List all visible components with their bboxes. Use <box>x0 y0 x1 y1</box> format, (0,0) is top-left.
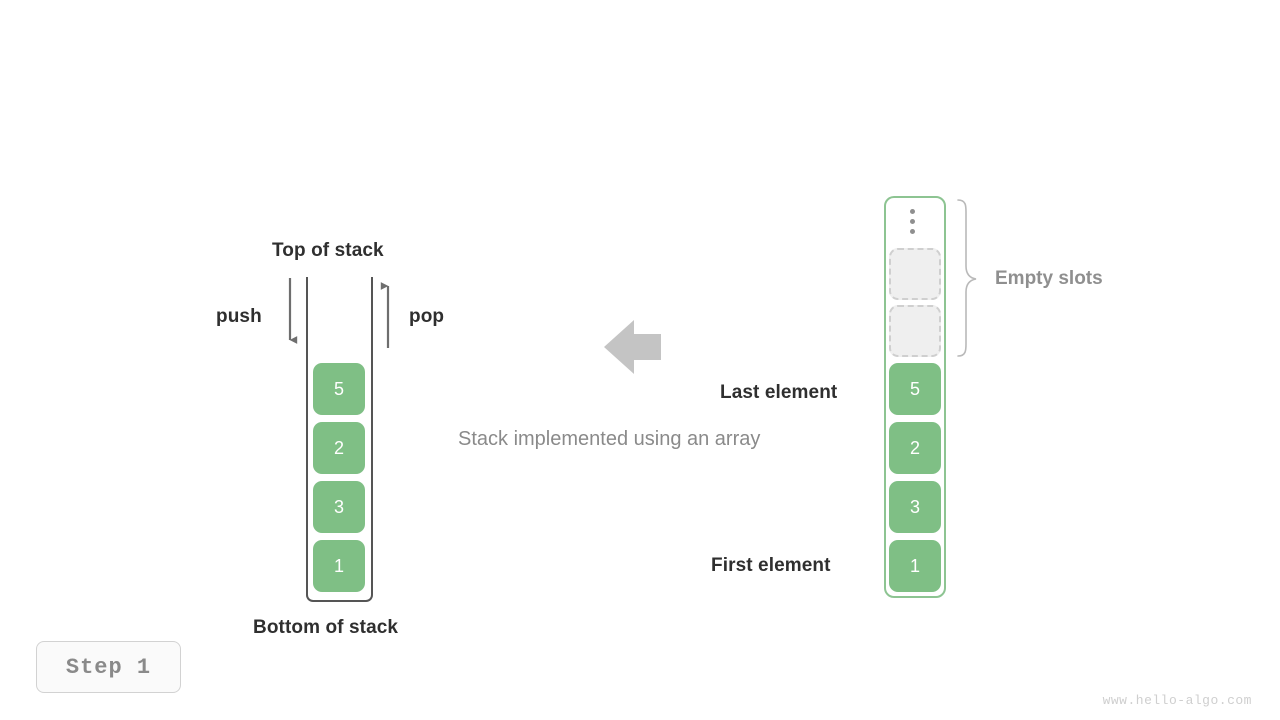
diagram-caption: Stack implemented using an array <box>458 428 761 450</box>
step-badge: Step 1 <box>36 641 181 693</box>
array-cell: 5 <box>889 363 941 415</box>
push-label: push <box>216 306 262 327</box>
last-element-label: Last element <box>720 382 838 403</box>
empty-slots-label: Empty slots <box>995 268 1103 289</box>
array-cell: 1 <box>889 540 941 592</box>
bottom-of-stack-label: Bottom of stack <box>253 617 399 638</box>
first-element-label: First element <box>711 555 831 576</box>
array-cell: 3 <box>889 481 941 533</box>
top-of-stack-label: Top of stack <box>272 240 384 261</box>
pop-label: pop <box>409 306 445 327</box>
vertical-dots-icon <box>910 209 918 239</box>
transform-arrow-icon <box>604 320 661 374</box>
array-empty-slot <box>889 305 941 357</box>
stack-cell: 3 <box>313 481 365 533</box>
stack-container <box>306 277 373 602</box>
stack-cell: 5 <box>313 363 365 415</box>
watermark: www.hello-algo.com <box>1102 693 1252 708</box>
empty-slots-brace <box>957 199 977 357</box>
stack-cell: 2 <box>313 422 365 474</box>
stack-cell: 1 <box>313 540 365 592</box>
array-empty-slot <box>889 248 941 300</box>
array-cell: 2 <box>889 422 941 474</box>
